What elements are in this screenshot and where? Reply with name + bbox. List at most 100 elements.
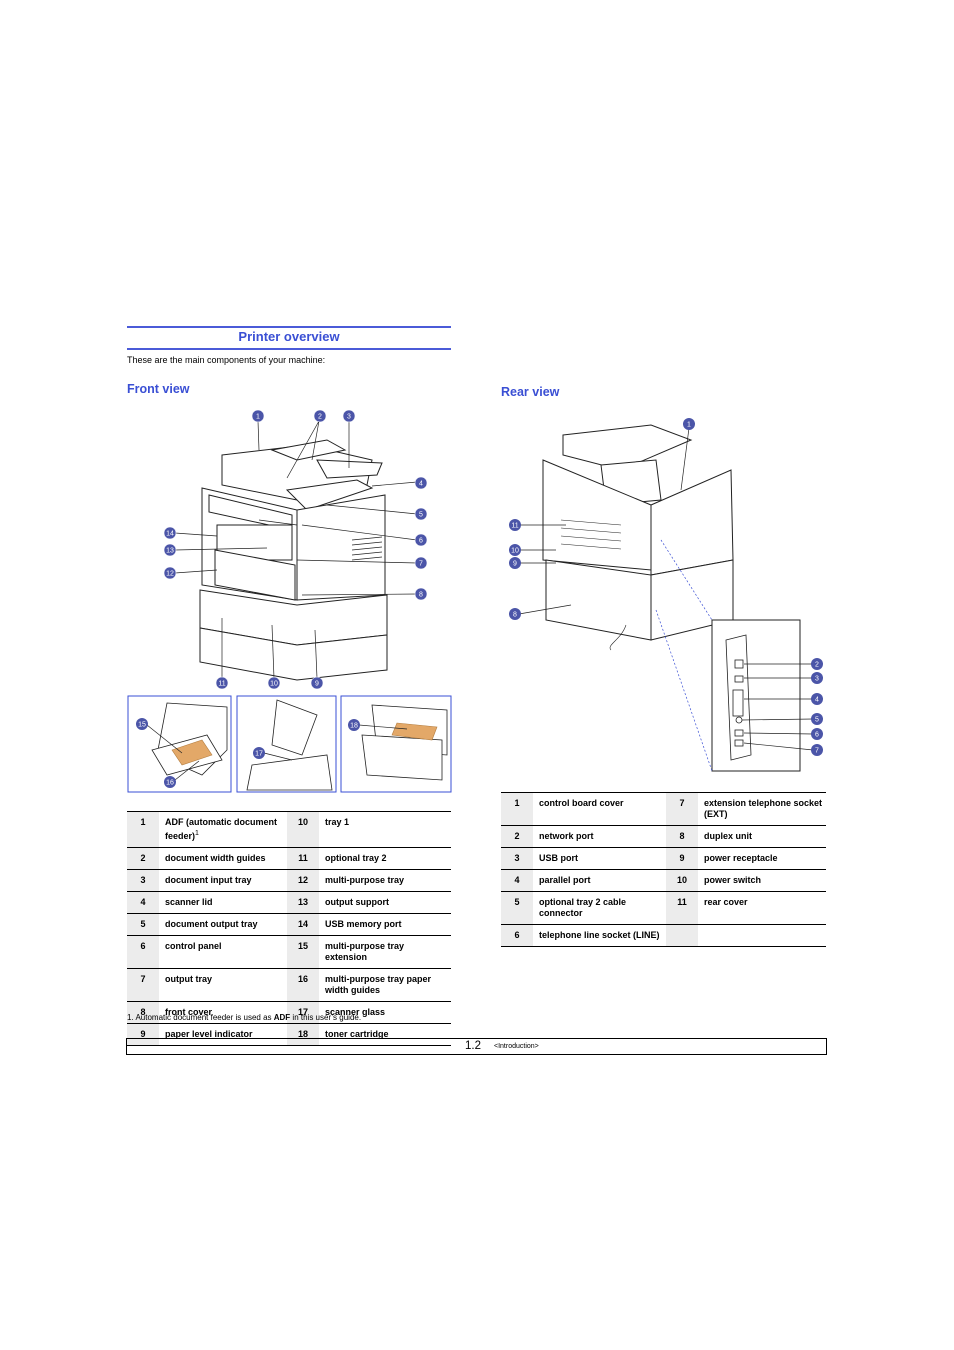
page-title: Printer overview: [127, 326, 451, 350]
part-number: 6: [501, 924, 533, 947]
part-label: front cover: [159, 1001, 287, 1024]
part-number: 4: [501, 869, 533, 892]
part-number: 11: [666, 891, 698, 925]
part-label: network port: [533, 825, 666, 848]
page-footer: 1.2 <Introduction>: [126, 1038, 827, 1055]
part-label: multi-purpose tray: [319, 869, 451, 892]
part-number: 8: [127, 1001, 159, 1024]
front-callout-11: 11: [218, 681, 225, 688]
part-label: ADF (automatic document feeder)1: [159, 811, 287, 848]
front-view-insets: 15 16 17 18: [127, 695, 452, 793]
chapter-label: <Introduction>: [494, 1043, 539, 1050]
part-label: power receptacle: [698, 847, 826, 870]
part-label: document width guides: [159, 847, 287, 870]
inset-callout-16: 16: [166, 780, 174, 787]
part-number: 7: [127, 968, 159, 1002]
front-callout-14: 14: [166, 531, 174, 538]
front-callout-4: 4: [419, 481, 423, 488]
part-label: scanner lid: [159, 891, 287, 914]
part-number: 15: [287, 935, 319, 969]
rear-callout-4: 4: [815, 697, 819, 704]
front-callout-10: 10: [270, 681, 278, 688]
inset-callout-17: 17: [255, 751, 263, 758]
part-number: 16: [287, 968, 319, 1002]
part-number: 3: [501, 847, 533, 870]
part-label: multi-purpose tray paper width guides: [319, 968, 451, 1002]
part-number: 17: [287, 1001, 319, 1024]
front-view-figure: 1 2 3 4 5 6 7 8 9 10 11 12 13 14: [127, 400, 451, 695]
front-callout-7: 7: [419, 561, 423, 568]
rear-callout-9: 9: [513, 561, 517, 568]
rear-view-heading: Rear view: [501, 385, 560, 399]
front-callout-13: 13: [166, 548, 174, 555]
rear-callout-7: 7: [815, 748, 819, 755]
part-number: 2: [127, 847, 159, 870]
intro-text: These are the main components of your ma…: [127, 355, 326, 365]
front-callout-3: 3: [347, 414, 351, 421]
part-number: [666, 924, 698, 947]
part-number: 13: [287, 891, 319, 914]
rear-callout-3: 3: [815, 676, 819, 683]
part-label: USB port: [533, 847, 666, 870]
part-label: USB memory port: [319, 913, 451, 936]
part-number: 10: [287, 811, 319, 848]
part-number: 8: [666, 825, 698, 848]
part-number: 14: [287, 913, 319, 936]
rear-callout-5: 5: [815, 717, 819, 724]
rear-view-figure: 1 11 10 9 8 2 3 4 5 6 7: [501, 410, 827, 775]
part-label: control panel: [159, 935, 287, 969]
rear-callout-2: 2: [815, 662, 819, 669]
part-number: 4: [127, 891, 159, 914]
rear-callout-8: 8: [513, 612, 517, 619]
part-label: paper level indicator: [159, 1023, 287, 1046]
front-callout-5: 5: [419, 512, 423, 519]
part-number: 9: [666, 847, 698, 870]
part-label: telephone line socket (LINE): [533, 924, 666, 947]
front-callout-2: 2: [318, 414, 322, 421]
footnote: 1. Automatic document feeder is used as …: [127, 1013, 362, 1022]
part-label: tray 1: [319, 811, 451, 848]
part-label: output tray: [159, 968, 287, 1002]
part-label: parallel port: [533, 869, 666, 892]
part-label: document output tray: [159, 913, 287, 936]
part-number: 7: [666, 792, 698, 826]
part-label: [698, 924, 826, 947]
part-number: 11: [287, 847, 319, 870]
part-label: duplex unit: [698, 825, 826, 848]
front-callout-1: 1: [256, 414, 260, 421]
front-callout-9: 9: [315, 681, 319, 688]
rear-callout-10: 10: [511, 548, 519, 555]
part-number: 5: [501, 891, 533, 925]
front-callout-6: 6: [419, 538, 423, 545]
part-label: multi-purpose tray extension: [319, 935, 451, 969]
front-callout-12: 12: [166, 571, 174, 578]
part-number: 12: [287, 869, 319, 892]
rear-callout-11: 11: [511, 523, 518, 530]
part-label: control board cover: [533, 792, 666, 826]
part-label: optional tray 2: [319, 847, 451, 870]
front-callout-8: 8: [419, 592, 423, 599]
part-label: scanner glass: [319, 1001, 451, 1024]
front-view-heading: Front view: [127, 382, 190, 396]
part-number: 5: [127, 913, 159, 936]
part-number: 3: [127, 869, 159, 892]
inset-callout-18: 18: [350, 723, 358, 730]
footnote-ref: 1: [195, 830, 199, 837]
part-number: 18: [287, 1023, 319, 1046]
part-number: 2: [501, 825, 533, 848]
rear-callout-6: 6: [815, 732, 819, 739]
page-number: 1.2: [465, 1040, 481, 1052]
